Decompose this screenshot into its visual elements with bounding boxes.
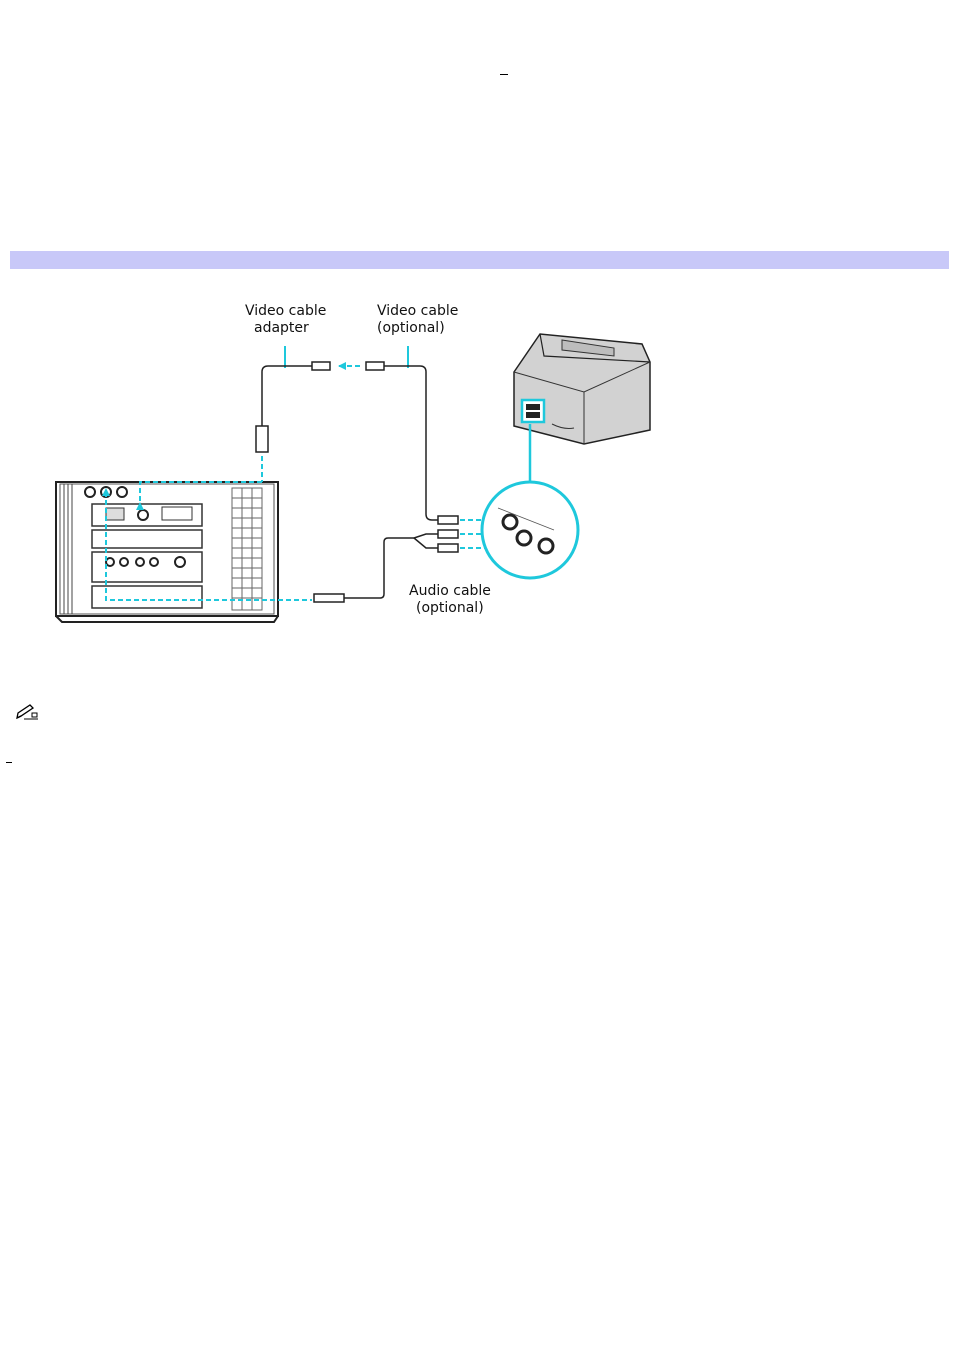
- tv-input-jacks-callout: [482, 424, 578, 578]
- page-top-link[interactable]: [500, 62, 508, 75]
- video-cable-label: Video cable (optional): [377, 303, 458, 336]
- page-bottom-link[interactable]: [6, 752, 12, 763]
- cables: [256, 362, 458, 602]
- tv-set: [514, 334, 650, 444]
- svg-text:Video cable: Video cable: [377, 303, 458, 319]
- svg-text:Video cable: Video cable: [245, 303, 326, 319]
- pencil-note-icon: [14, 703, 40, 721]
- tv-connection-diagram: Video cable adapter Video cable (optiona…: [54, 296, 694, 626]
- video-cable-adapter-label: Video cable adapter: [245, 303, 326, 336]
- svg-text:(optional): (optional): [416, 600, 484, 616]
- section-header-bar: [10, 251, 949, 269]
- audio-cable-label: Audio cable (optional): [409, 583, 491, 616]
- svg-text:Audio cable: Audio cable: [409, 583, 491, 599]
- svg-text:adapter: adapter: [254, 320, 309, 336]
- svg-text:(optional): (optional): [377, 320, 445, 336]
